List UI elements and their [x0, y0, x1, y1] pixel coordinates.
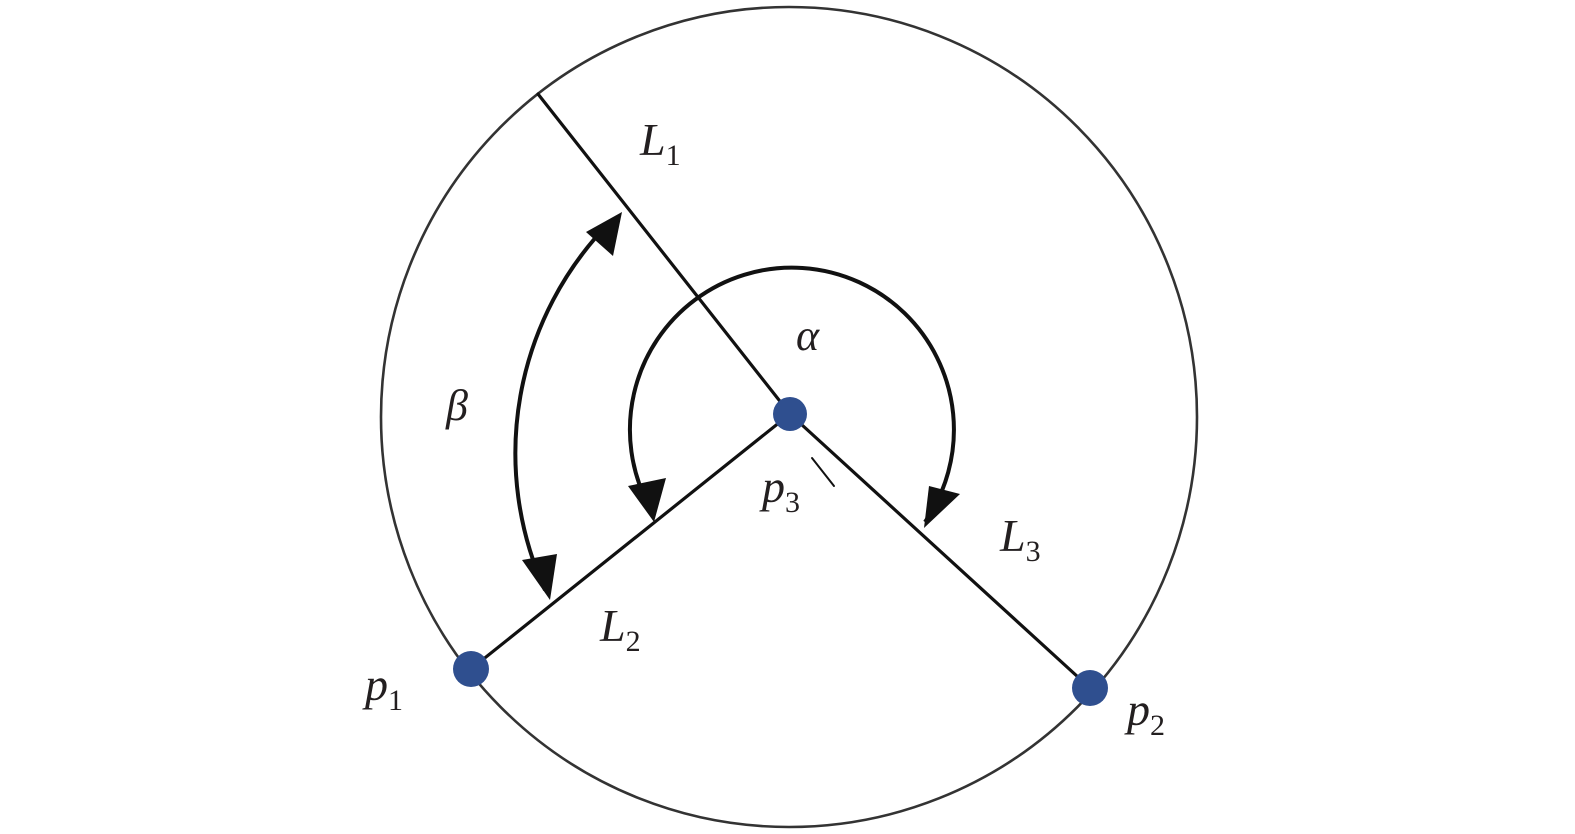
point-p1 — [453, 651, 489, 687]
line-l2 — [469, 412, 792, 671]
beta-arrow-bottom — [522, 554, 557, 600]
beta-arc — [513, 220, 612, 591]
label-p1: p1 — [362, 659, 403, 717]
tick-mark — [811, 457, 835, 487]
label-l2: L2 — [599, 600, 641, 658]
point-p3 — [773, 397, 807, 431]
alpha-arc — [627, 265, 956, 524]
line-l3 — [788, 412, 1092, 690]
line-l1 — [536, 92, 792, 416]
label-alpha: α — [796, 311, 820, 360]
label-l3: L3 — [999, 510, 1041, 568]
label-beta: β — [445, 381, 468, 430]
label-l1: L1 — [639, 114, 681, 172]
alpha-arrow-left — [628, 478, 666, 522]
outer-circle — [379, 5, 1199, 829]
beta-arrow-top — [586, 212, 622, 256]
point-p2 — [1072, 670, 1108, 706]
alpha-arrow-right — [924, 486, 960, 528]
label-p3: p3 — [759, 461, 800, 519]
label-p2: p2 — [1124, 684, 1165, 742]
